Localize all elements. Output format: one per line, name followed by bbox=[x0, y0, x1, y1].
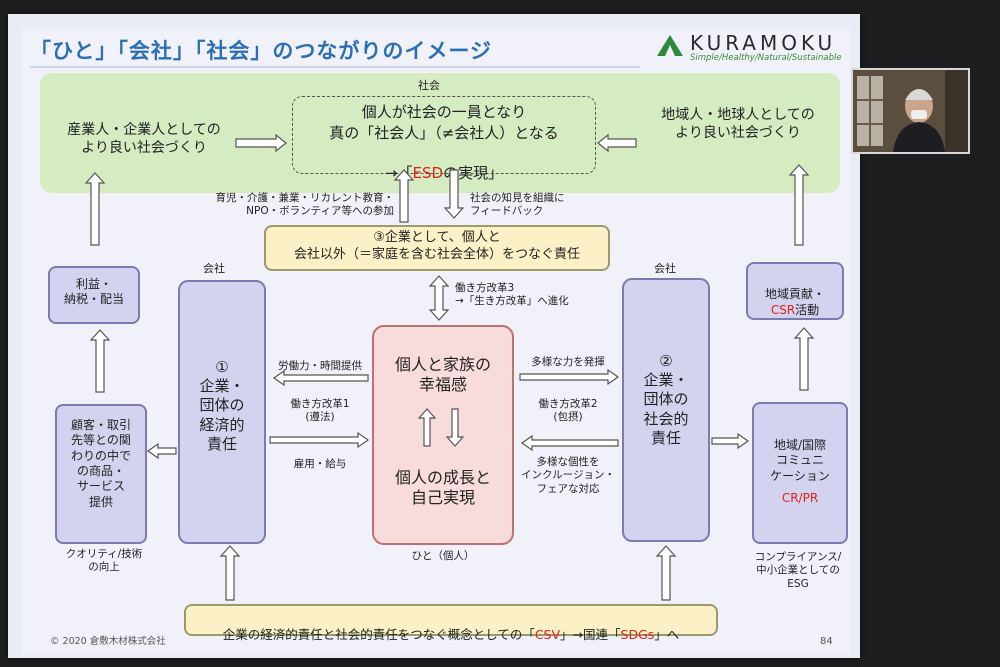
regional-text: 地域/国際 コミュニ ケーション bbox=[770, 438, 830, 483]
arrow-diverse-right bbox=[519, 368, 620, 386]
arrow-to-regional bbox=[711, 432, 750, 450]
speaker-video bbox=[851, 68, 970, 154]
company-left-label: 会社 bbox=[203, 262, 225, 275]
person-box bbox=[372, 325, 514, 545]
diverse-power-label: 多様な力を発揮 bbox=[531, 356, 605, 368]
brand-logo-icon bbox=[655, 31, 685, 63]
arrow-to-customer bbox=[146, 442, 177, 460]
arrow-customer-up bbox=[89, 329, 111, 393]
csv-sdgs-text: 企業の経済的責任と社会的責任をつなぐ概念としての「CSV」→国連「SDGs」へ bbox=[184, 611, 718, 643]
arrow-regional-up bbox=[793, 327, 815, 391]
csr-text: 地域貢献・CSR活動 bbox=[746, 272, 844, 318]
arrow-yellow-up bbox=[393, 169, 415, 223]
responsibility-3-text: ③企業として、個人と 会社以外（＝家庭を含む社会全体）をつなぐ責任 bbox=[293, 230, 580, 262]
arrow-profit-up bbox=[84, 172, 106, 246]
csr-pre: 地域貢献・ bbox=[764, 287, 825, 302]
quality-text: クオリティ/技術 の向上 bbox=[65, 548, 143, 574]
csv-post: 」へ bbox=[654, 627, 680, 642]
page-number: 84 bbox=[820, 636, 833, 647]
top-right-text: 地域人・地球人としての より良い社会づくり bbox=[661, 107, 815, 141]
company-social-text: ② 企業・ 団体の 社会的 責任 bbox=[643, 352, 689, 447]
profit-text: 利益・ 納税・配当 bbox=[63, 277, 124, 307]
top-left-text: 産業人・企業人としての より良い社会づくり bbox=[67, 122, 221, 156]
responsibility-3-box bbox=[264, 225, 610, 271]
csr-box bbox=[746, 262, 844, 320]
left-note: 育児・介護・兼業・リカレント教育・ NPO・ボランティア等への参加 bbox=[215, 192, 395, 218]
arrow-left-to-center bbox=[235, 133, 287, 153]
csv-pre: 企業の経済的責任と社会的責任をつなぐ概念としての「 bbox=[222, 627, 535, 642]
company-economic-box bbox=[178, 280, 266, 544]
csr-post: 活動 bbox=[795, 302, 820, 317]
arrow-labor-left bbox=[272, 369, 369, 387]
arrow-bottom-right-up bbox=[655, 545, 677, 601]
esd-box bbox=[292, 96, 596, 174]
brand-name: KURAMOKU bbox=[690, 31, 837, 55]
right-note: 社会の知見を組織に フィードバック bbox=[470, 192, 565, 218]
arrow-employment-right bbox=[269, 431, 370, 449]
title-underline bbox=[30, 66, 640, 68]
inclusion-label: 多様な個性を インクルージョン・ フェアな対応 bbox=[521, 456, 615, 495]
csv-red: CSV bbox=[534, 627, 561, 642]
company-right-label: 会社 bbox=[654, 262, 676, 275]
employment-label: 雇用・給与 bbox=[293, 458, 347, 470]
regional-red-text: CR/PR bbox=[781, 491, 819, 505]
reform3-text: 働き方改革3 →「生き方改革」へ進化 bbox=[455, 282, 569, 308]
copyright: © 2020 倉敷木材株式会社 bbox=[50, 636, 166, 647]
csv-sdgs-box bbox=[184, 604, 718, 636]
brand-tagline: Simple/Healthy/Natural/Sustainable bbox=[690, 53, 842, 63]
esd-line1: 個人が社会の一員となり bbox=[361, 103, 527, 121]
labor-label: 労働力・時間提供 bbox=[278, 360, 362, 372]
reform2-label: 働き方改革2 (包摂) bbox=[538, 398, 598, 424]
arrow-csr-up bbox=[788, 164, 810, 246]
esd-line2: 真の「社会人」（≠会社人）となる bbox=[329, 124, 559, 142]
regional-box bbox=[752, 402, 848, 544]
arrow-inclusion-left bbox=[520, 434, 619, 452]
compliance-text: コンプライアンス/ 中小企業としての ESG bbox=[754, 551, 842, 590]
profit-box bbox=[48, 266, 140, 324]
csr-red: CSR bbox=[770, 302, 796, 317]
customer-text: 顧客・取引 先等との関 わりの中で の商品・ サービス 提供 bbox=[70, 418, 131, 509]
arrow-bottom-left-up bbox=[219, 545, 241, 601]
customer-box bbox=[55, 404, 147, 544]
arrow-right-to-center bbox=[597, 133, 637, 153]
society-label: 社会 bbox=[418, 79, 440, 92]
happiness-text: 個人と家族の 幸福感 bbox=[394, 355, 491, 395]
arrow-esd-down bbox=[443, 169, 465, 219]
csv-mid: 」→国連「 bbox=[560, 627, 621, 642]
arrow-happiness-up bbox=[417, 408, 437, 447]
arrow-growth-down bbox=[445, 408, 465, 447]
company-social-box bbox=[622, 278, 710, 542]
person-label: ひと（個人） bbox=[411, 550, 475, 562]
company-economic-text: ① 企業・ 団体の 経済的 責任 bbox=[199, 358, 245, 453]
esd-red: ESD bbox=[412, 164, 444, 183]
slide-title: 「ひと」「会社」「社会」のつながりのイメージ bbox=[30, 39, 492, 63]
reform1-label: 働き方改革1 (遵法) bbox=[290, 398, 350, 424]
sdgs-red: SDGs bbox=[620, 627, 655, 642]
arrow-yellow-person bbox=[428, 275, 450, 321]
growth-text: 個人の成長と 自己実現 bbox=[394, 468, 491, 508]
